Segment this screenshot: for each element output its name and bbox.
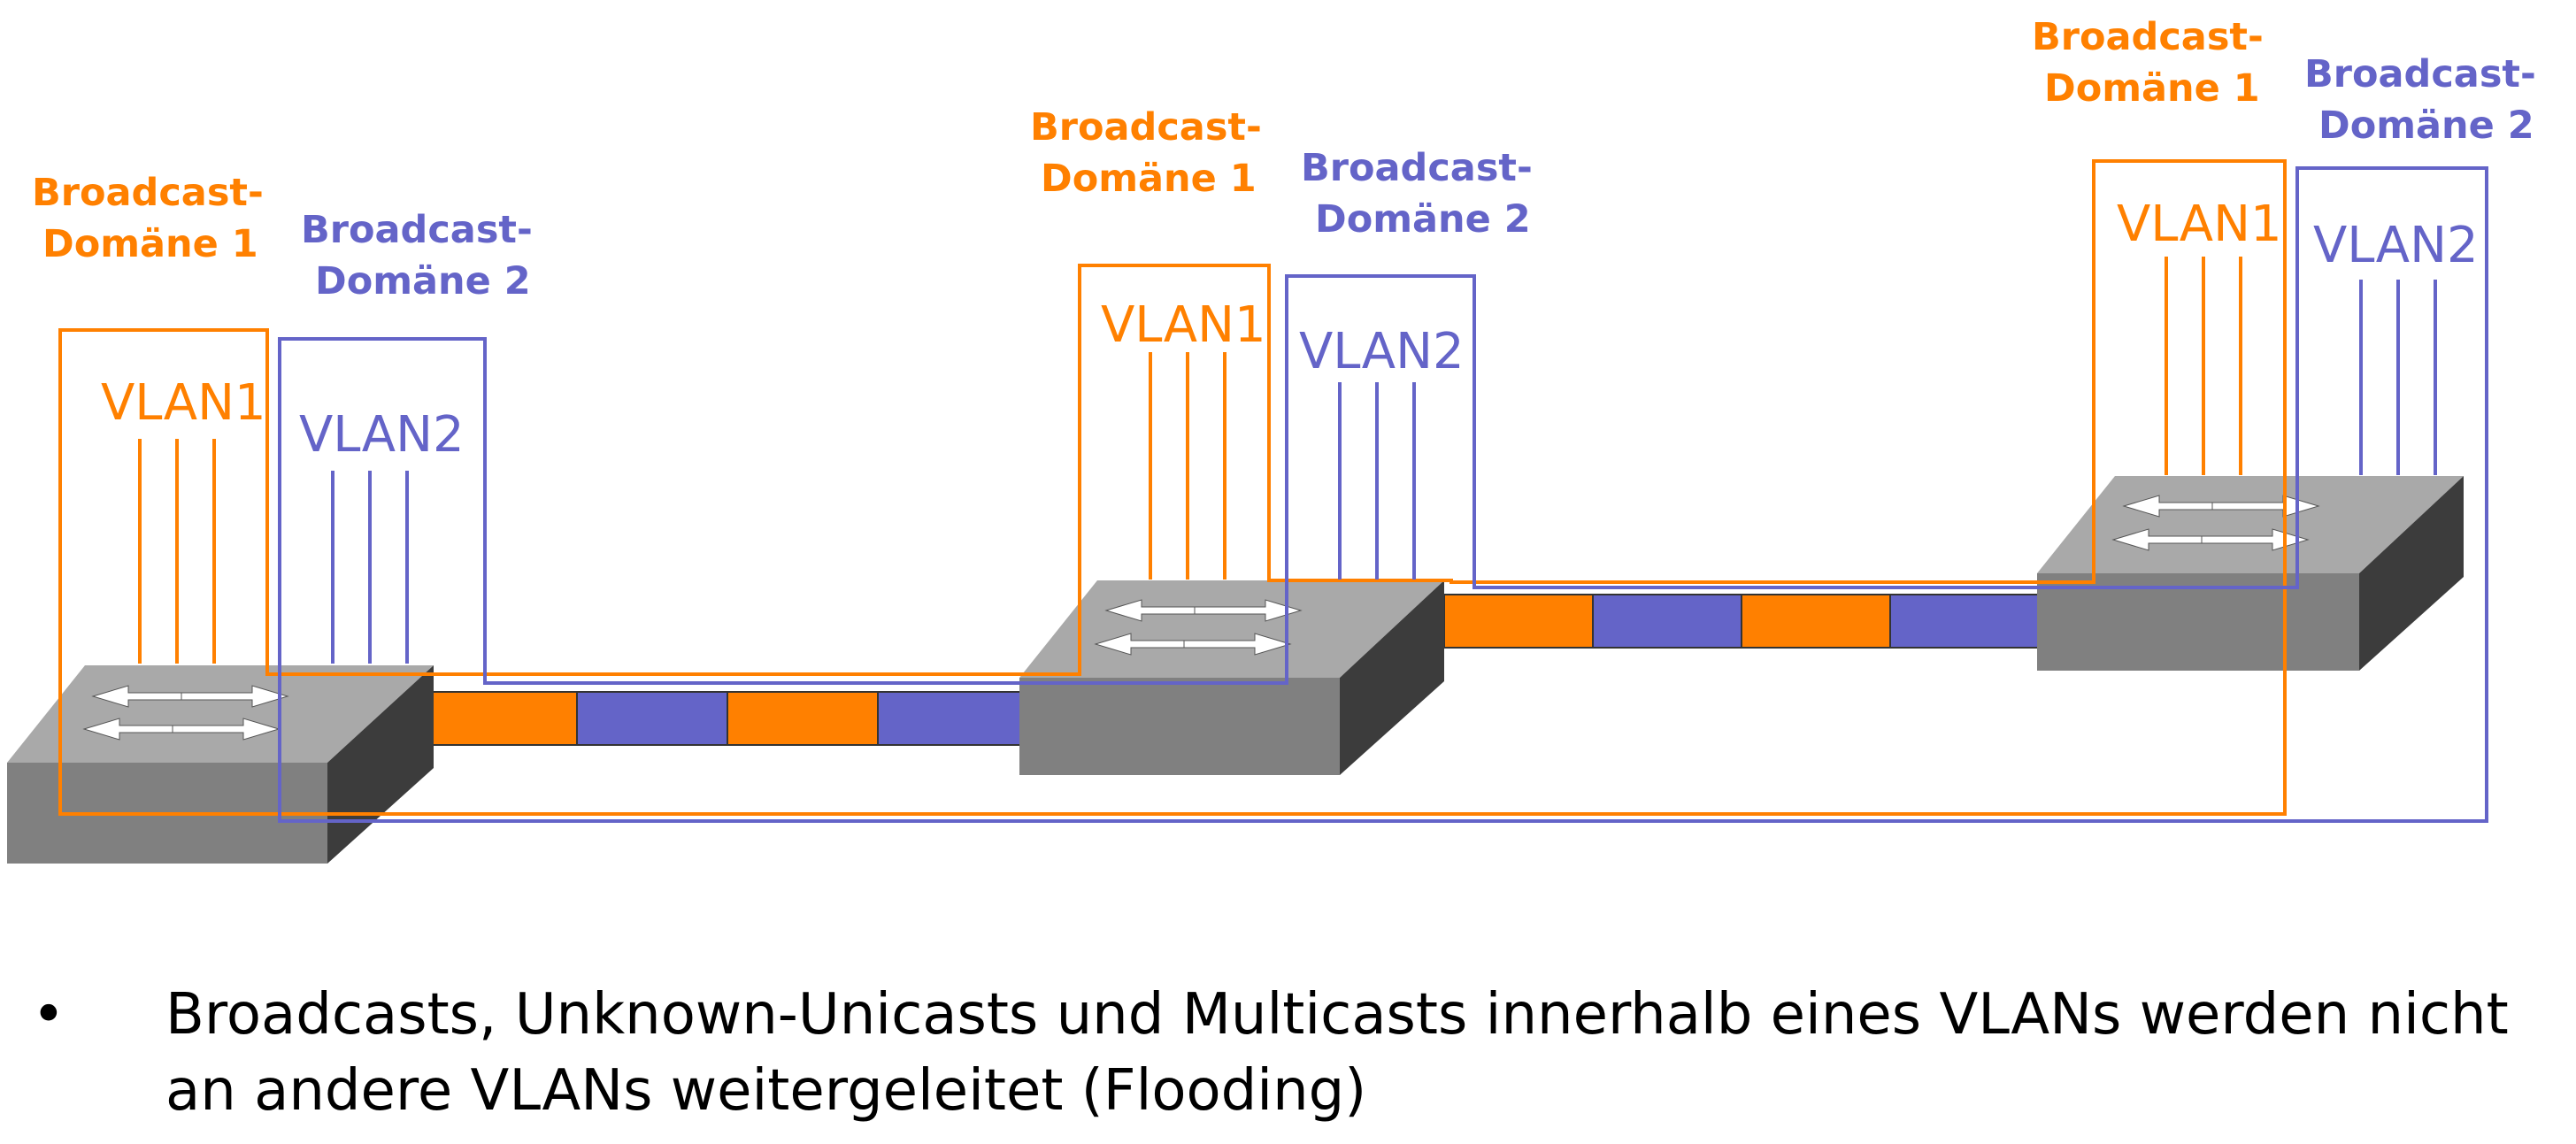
- vlan1-ports: [1149, 352, 1226, 580]
- vlan2-label: VLAN2: [299, 406, 465, 464]
- vlan2-label: VLAN2: [2313, 217, 2479, 274]
- trunk-segment-vlan2: [877, 691, 1029, 746]
- vlan1-ports: [138, 439, 216, 664]
- trunk-segment-vlan2: [1889, 594, 2040, 649]
- switch-icon: [1019, 580, 1444, 775]
- broadcast-domain-1-label: Broadcast-: [1030, 105, 1262, 150]
- vlan2-ports: [1338, 382, 1416, 580]
- trunk-segment-vlan1: [1443, 594, 1594, 649]
- bullet-marker: •: [32, 982, 65, 1048]
- vlan2-label: VLAN2: [1299, 323, 1465, 380]
- vlan2-ports: [2359, 280, 2437, 475]
- vlan1-label: VLAN1: [1101, 296, 1266, 354]
- vlan1-label: VLAN1: [2117, 196, 2282, 253]
- broadcast-domain-1-outline: [58, 159, 2287, 816]
- broadcast-domain-2-label: Broadcast-: [301, 208, 533, 252]
- broadcast-domain-1-label: Domäne 1: [1041, 157, 1257, 201]
- broadcast-domain-2-label: Domäne 2: [315, 259, 531, 303]
- trunk-link-2: [1443, 594, 2040, 649]
- switch-icon: [7, 665, 434, 864]
- trunk-segment-vlan2: [576, 691, 728, 746]
- broadcast-domain-1-label: Domäne 1: [42, 222, 258, 266]
- vlan2-ports: [331, 471, 409, 664]
- broadcast-domain-2-label: Broadcast-: [2304, 52, 2536, 96]
- switch-icon: [2037, 476, 2464, 671]
- trunk-segment-vlan1: [727, 691, 879, 746]
- vlan-broadcast-diagram: Broadcast- Domäne 1 Broadcast- Domäne 2 …: [7, 15, 2536, 864]
- vlan1-ports: [2165, 257, 2242, 475]
- vlan1-label: VLAN1: [101, 374, 266, 432]
- broadcast-domain-2-label: Domäne 2: [1315, 197, 1531, 242]
- broadcast-domain-1-label: Domäne 1: [2044, 66, 2260, 111]
- broadcast-domain-2-label: Domäne 2: [2318, 104, 2534, 148]
- trunk-segment-vlan1: [1741, 594, 1891, 649]
- trunk-segment-vlan2: [1592, 594, 1742, 649]
- broadcast-domain-2-label: Broadcast-: [1301, 146, 1533, 190]
- broadcast-domain-2-outline: [278, 166, 2488, 823]
- broadcast-domain-1-label: Broadcast-: [32, 171, 264, 215]
- trunk-segment-vlan1: [426, 691, 578, 746]
- broadcast-domain-1-label: Broadcast-: [2032, 15, 2264, 59]
- trunk-link-1: [426, 691, 1029, 746]
- bullet-text: Broadcasts, Unknown-Unicasts und Multica…: [165, 982, 2509, 1124]
